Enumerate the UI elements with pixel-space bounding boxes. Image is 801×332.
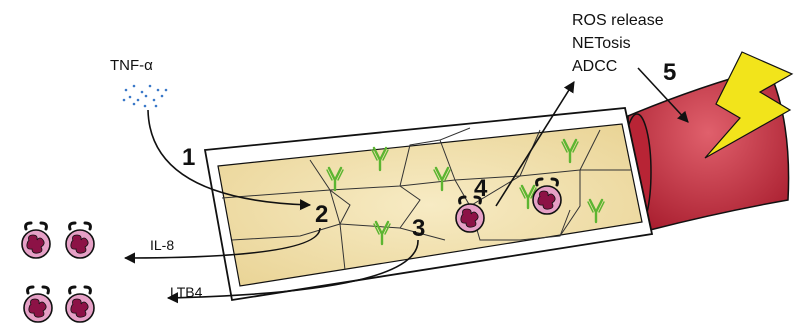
step-2: 2: [315, 201, 328, 228]
step-4: 4: [474, 175, 488, 202]
step-3: 3: [412, 215, 425, 242]
neutrophil-icon: [66, 287, 94, 322]
damaged-tissue: [623, 68, 789, 230]
blood-vessel: [205, 108, 652, 300]
tnf-label: TNF-α: [110, 57, 153, 74]
step-5: 5: [663, 59, 676, 86]
neutrophil-icon: [24, 287, 52, 322]
tnf-molecules: [123, 85, 168, 108]
step-1: 1: [182, 144, 195, 171]
adcc-label: ADCC: [572, 58, 617, 75]
neutrophil-icon: [22, 223, 50, 258]
il8-label: IL-8: [150, 237, 174, 253]
netosis-label: NETosis: [572, 35, 631, 52]
recruited-neutrophils: [22, 223, 94, 322]
ltb4-label: LTB4: [170, 284, 203, 300]
ros-label: ROS release: [572, 12, 664, 29]
neutrophil-icon: [66, 223, 94, 258]
